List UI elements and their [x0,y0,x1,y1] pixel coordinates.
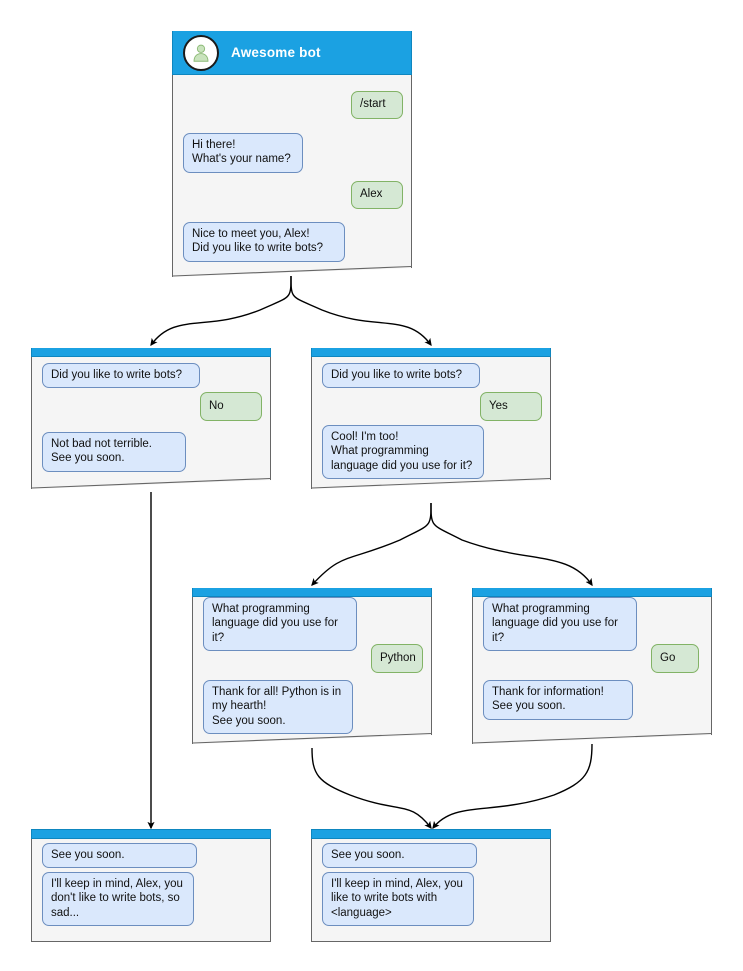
message-bot: I'll keep in mind, Alex, you like to wri… [322,872,474,926]
edge-root-to-yes [290,275,432,347]
message-user: Go [651,644,699,673]
message-bot: Thank for all! Python is in my hearth! S… [203,680,353,734]
node-titlebar [311,829,551,839]
person-avatar-icon [183,35,219,71]
chat-messages-answer-yes: Did you like to write bots? Yes Cool! I'… [312,348,550,489]
chat-node-answer-yes[interactable]: Did you like to write bots? Yes Cool! I'… [311,348,551,489]
bot-title: Awesome bot [231,45,321,60]
chat-messages-end-happy: See you soon. I'll keep in mind, Alex, y… [312,830,550,941]
message-bot: Did you like to write bots? [42,363,200,388]
message-user: Python [371,644,423,673]
chat-node-end-happy[interactable]: See you soon. I'll keep in mind, Alex, y… [311,829,551,942]
message-bot: Did you like to write bots? [322,363,480,388]
message-bot: Nice to meet you, Alex! Did you like to … [183,222,345,262]
chat-node-end-sad[interactable]: See you soon. I'll keep in mind, Alex, y… [31,829,271,942]
chat-node-root[interactable]: Awesome bot /start Hi there! What's your… [172,31,412,277]
edge-python-to-end-happy [311,747,432,830]
message-bot: What programming language did you use fo… [483,597,637,651]
chat-node-lang-python[interactable]: What programming language did you use fo… [192,588,432,744]
chat-messages-lang-python: What programming language did you use fo… [193,588,431,744]
chat-messages-end-sad: See you soon. I'll keep in mind, Alex, y… [32,830,270,941]
message-bot: Thank for information! See you soon. [483,680,633,720]
edge-root-to-no [150,275,292,347]
edge-go-to-end-happy [432,743,593,830]
chat-messages-lang-go: What programming language did you use fo… [473,588,711,744]
message-bot: Hi there! What's your name? [183,133,303,173]
chat-node-answer-no[interactable]: Did you like to write bots? No Not bad n… [31,348,271,489]
message-bot: See you soon. [42,843,197,869]
edge-yes-to-go [430,502,593,587]
message-bot: Not bad not terrible. See you soon. [42,432,186,472]
message-user: No [200,392,262,421]
message-bot: See you soon. [322,843,477,869]
message-bot: I'll keep in mind, Alex, you don't like … [42,872,194,926]
message-bot: Cool! I'm too! What programming language… [322,425,484,479]
message-bot: What programming language did you use fo… [203,597,357,651]
node-titlebar [31,829,271,839]
message-user: /start [351,91,403,119]
chat-node-lang-go[interactable]: What programming language did you use fo… [472,588,712,744]
chat-messages-answer-no: Did you like to write bots? No Not bad n… [32,348,270,489]
edge-yes-to-python [311,502,432,586]
message-user: Alex [351,181,403,209]
message-user: Yes [480,392,542,421]
chat-messages-root: /start Hi there! What's your name? Alex … [173,31,411,277]
